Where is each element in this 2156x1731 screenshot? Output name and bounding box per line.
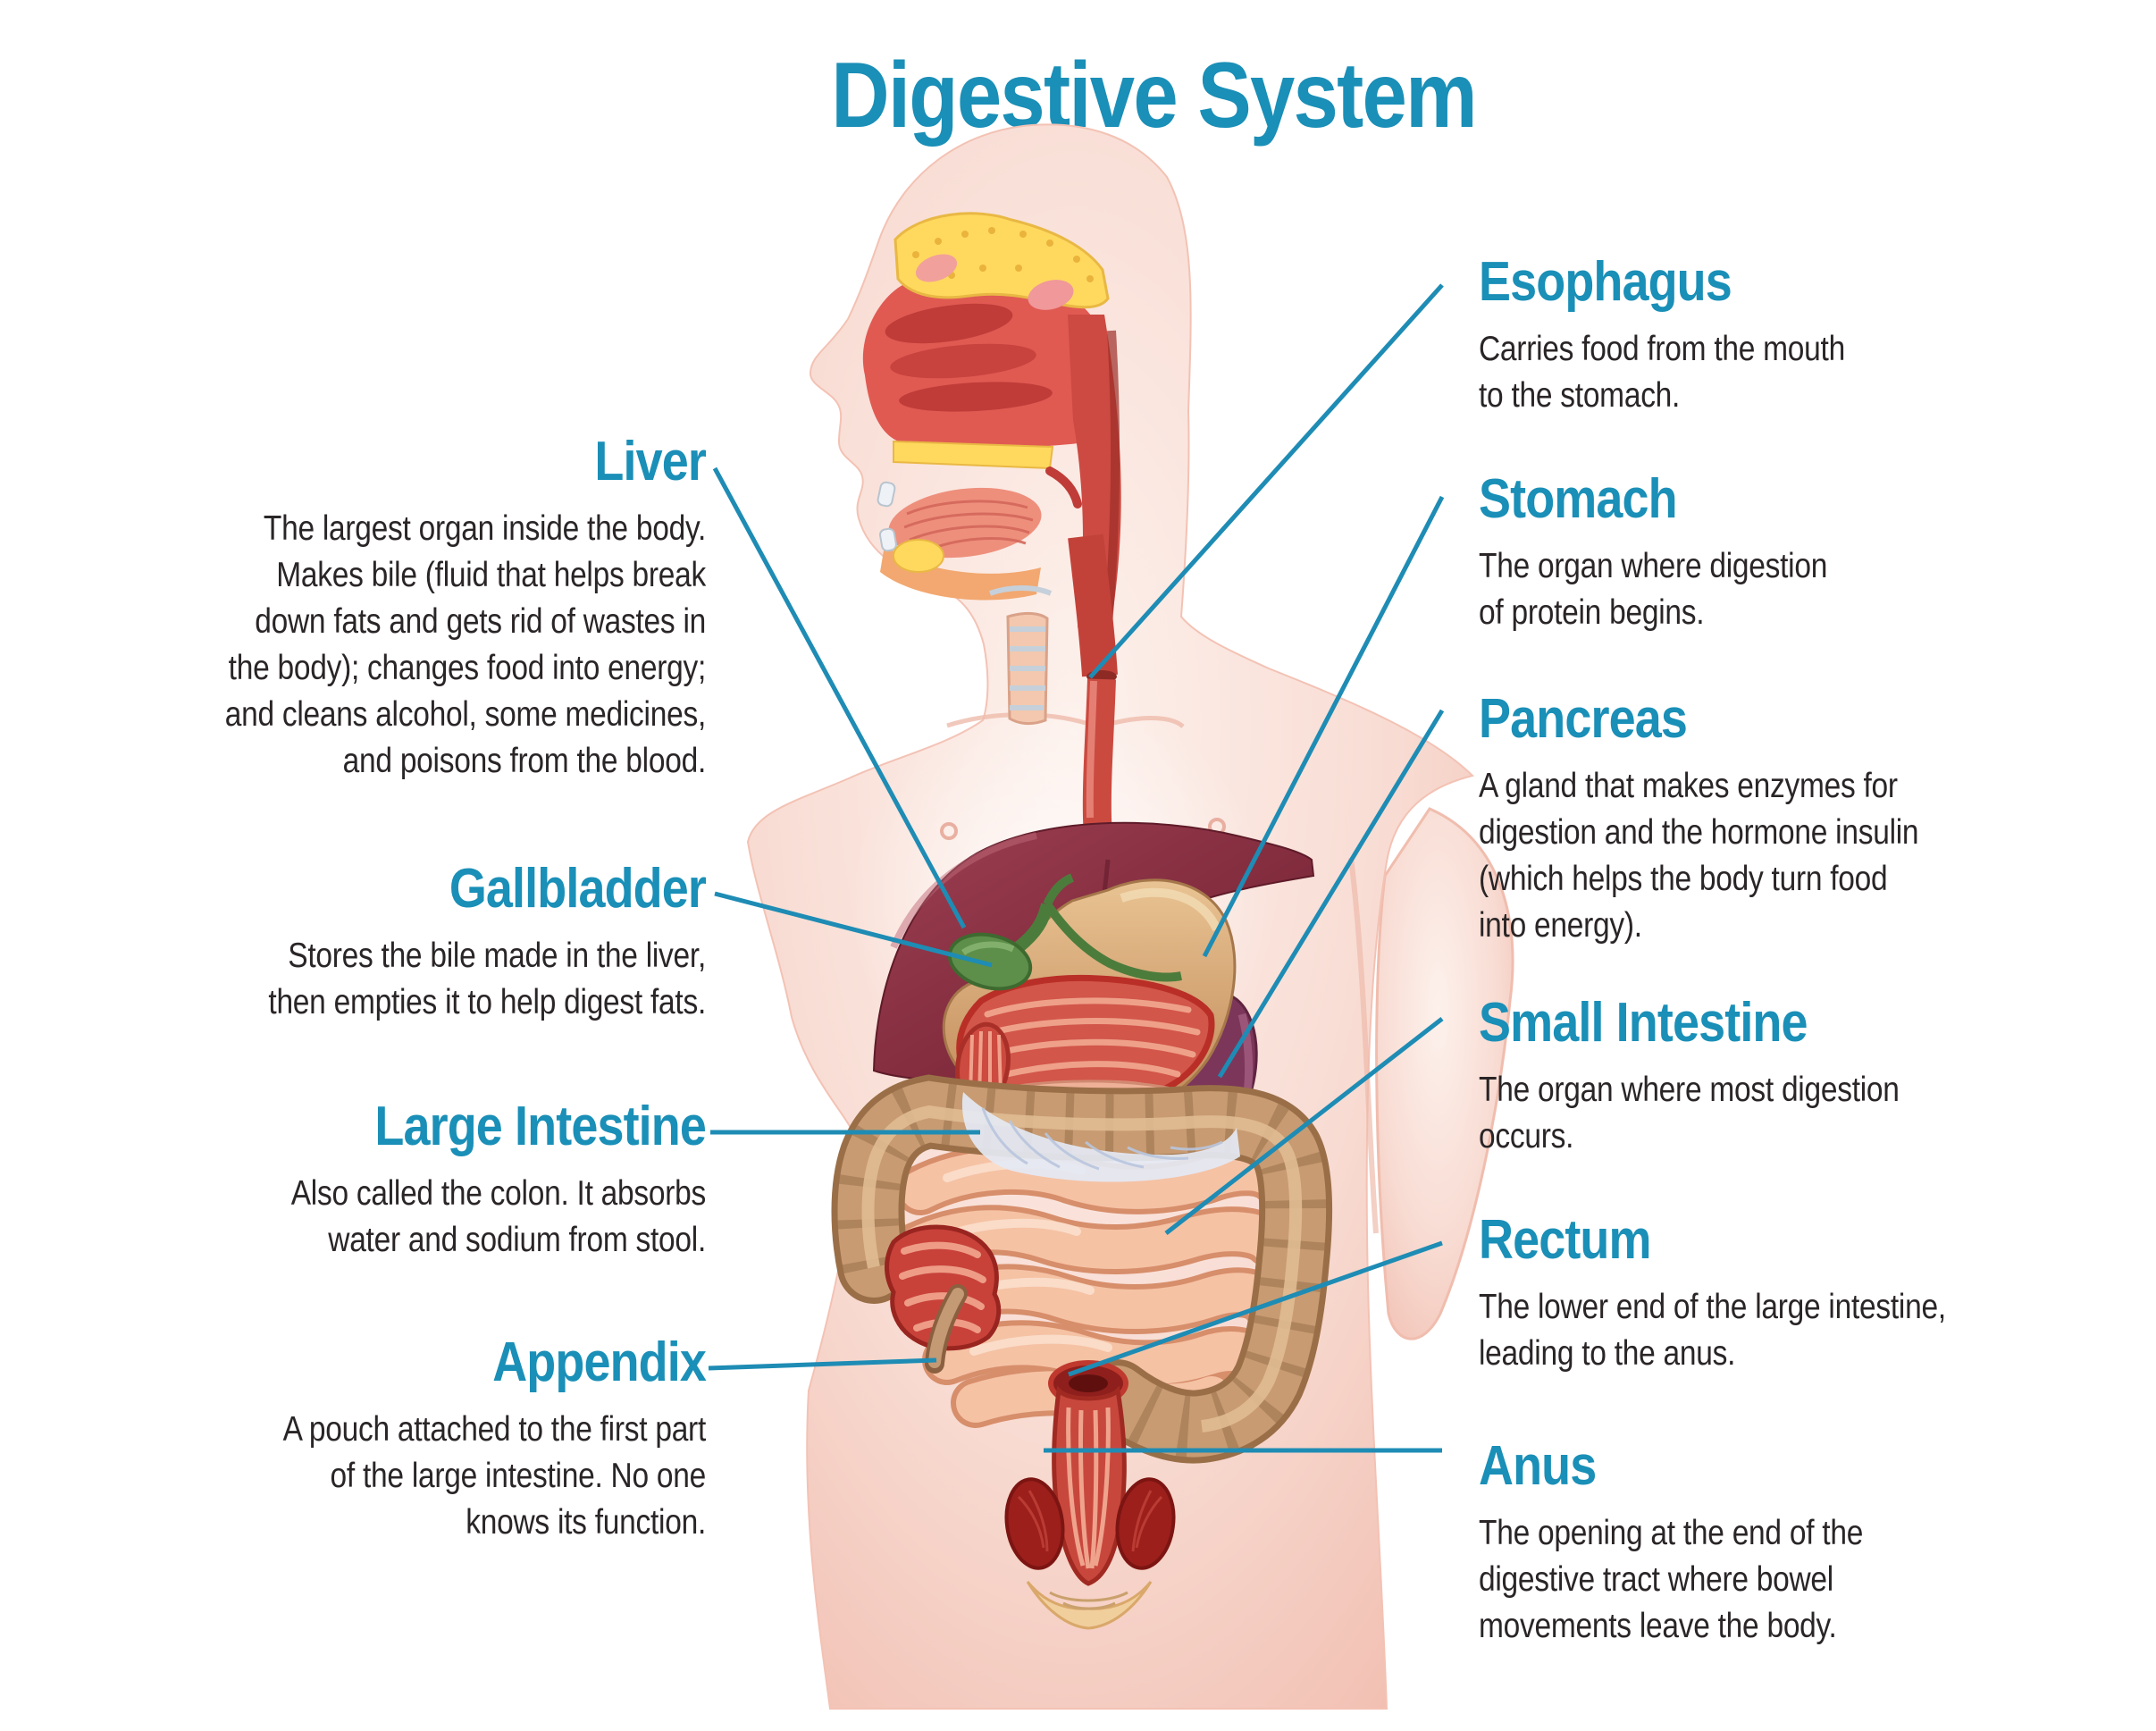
- large-intestine-description: Also called the colon. It absorbs water …: [290, 1174, 707, 1259]
- liver-description: The largest organ inside the body. Makes…: [224, 509, 707, 780]
- sinus-illustration: [915, 254, 958, 282]
- page-title: Digestive System: [831, 44, 1477, 147]
- gallbladder-illustration: [947, 873, 1182, 991]
- label-appendix: Appendix A pouch attached to the first p…: [99, 1332, 707, 1546]
- label-small-intestine: Small Intestine The organ where most dig…: [1479, 994, 2062, 1160]
- rectum-description: The lower end of the large intestine, le…: [1479, 1288, 1946, 1373]
- stomach-heading: Stomach: [1479, 468, 1678, 530]
- appendix-heading: Appendix: [492, 1332, 707, 1393]
- appendix-connector-line: [708, 1357, 937, 1371]
- esophagus-heading: Esophagus: [1479, 251, 1732, 313]
- label-rectum: Rectum The lower end of the large intest…: [1479, 1211, 2062, 1377]
- teeth-illustration: [877, 481, 896, 508]
- gallbladder-connector-line: [714, 891, 993, 968]
- anus-description: The opening at the end of the digestive …: [1479, 1514, 1864, 1645]
- head-cross-section: [862, 212, 1121, 726]
- esophagus-description: Carries food from the mouth to the stoma…: [1479, 330, 1845, 415]
- label-anus: Anus The opening at the end of the diges…: [1479, 1437, 2062, 1650]
- pancreas-heading: Pancreas: [1479, 688, 1688, 750]
- sphincter-right: [1115, 1477, 1176, 1570]
- rectum-illustration: [1004, 1360, 1176, 1630]
- connector-lines: [708, 283, 1445, 1453]
- liver-heading: Liver: [594, 431, 706, 492]
- small-intestine-connector-line: [1164, 1017, 1444, 1235]
- anus-heading: Anus: [1479, 1435, 1597, 1497]
- colon-taenia: [861, 1105, 1303, 1433]
- right-label-column: Esophagus Carries food from the mouth to…: [1479, 0, 2068, 1731]
- label-large-intestine: Large Intestine Also called the colon. I…: [99, 1096, 707, 1264]
- rectum-heading: Rectum: [1479, 1209, 1651, 1271]
- esophagus-connector-line: [1088, 283, 1444, 679]
- large-intestine-heading: Large Intestine: [374, 1096, 706, 1157]
- label-pancreas: Pancreas A gland that makes enzymes for …: [1479, 690, 2062, 949]
- small-intestine-description: The organ where most digestion occurs.: [1479, 1071, 1900, 1155]
- arm-illustration: [1375, 807, 1514, 1340]
- pancreas-connector-line: [1217, 709, 1445, 1079]
- gallbladder-heading: Gallbladder: [449, 858, 707, 920]
- label-stomach: Stomach The organ where digestion of pro…: [1479, 470, 2062, 636]
- arm-crease: [1348, 857, 1379, 1234]
- pharynx-illustration: [1068, 315, 1121, 645]
- label-liver: Liver The largest organ inside the body.…: [99, 431, 707, 785]
- stomach-connector-line: [1202, 495, 1445, 958]
- stomach-illustration: [942, 878, 1237, 1122]
- sphincter-left: [1004, 1477, 1065, 1570]
- left-label-column: Liver The largest organ inside the body.…: [92, 0, 707, 1731]
- nipple-left: [940, 822, 958, 840]
- small-intestine-heading: Small Intestine: [1479, 992, 1808, 1054]
- rectum-connector-line: [1068, 1240, 1443, 1377]
- omentum-illustration: [961, 1092, 1240, 1182]
- stomach-description: The organ where digestion of protein beg…: [1479, 547, 1828, 632]
- appendix-illustration: [925, 1284, 968, 1374]
- label-gallbladder: Gallbladder Stores the bile made in the …: [99, 860, 706, 1026]
- pancreas-description: A gland that makes enzymes for digestion…: [1479, 767, 1919, 945]
- liver-connector-line: [712, 466, 967, 929]
- appendix-description: A pouch attached to the first part of th…: [282, 1410, 707, 1542]
- gallbladder-description: Stores the bile made in the liver, then …: [268, 937, 706, 1021]
- label-esophagus: Esophagus Carries food from the mouth to…: [1479, 253, 2062, 419]
